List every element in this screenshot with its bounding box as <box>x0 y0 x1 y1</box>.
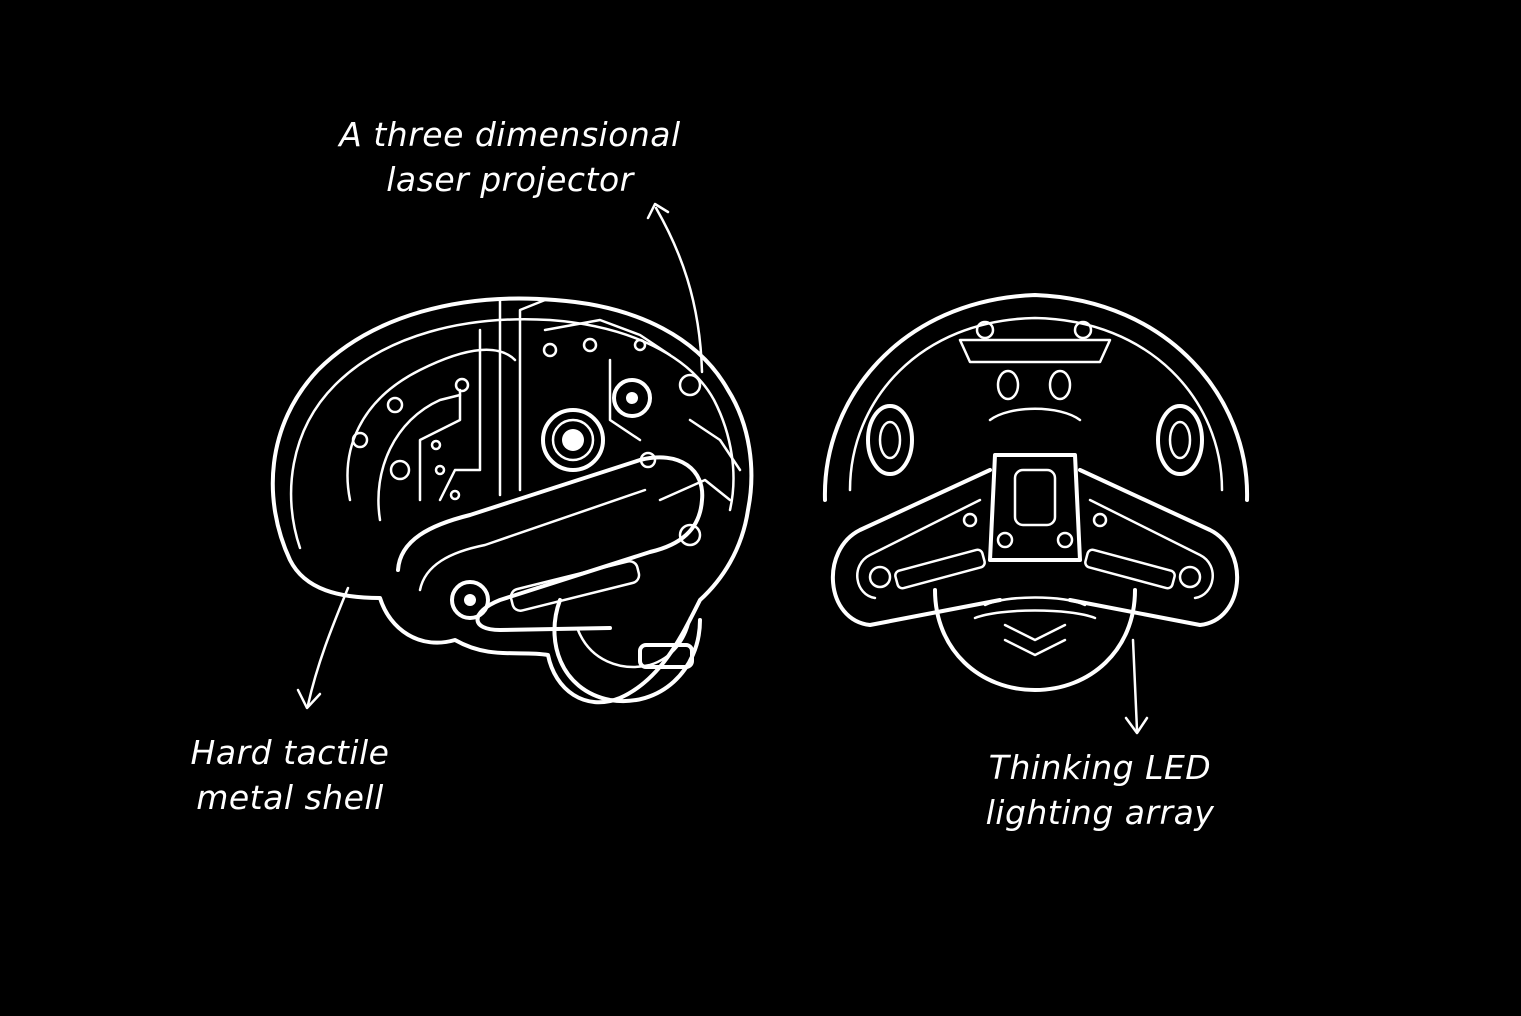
cerebellum-slot <box>638 643 694 669</box>
cerebellum <box>552 598 702 704</box>
annotation-shell: Hard tactile metal shell <box>140 730 440 820</box>
left-pod <box>866 404 914 476</box>
annotation-led: Thinking LED lighting array <box>940 745 1260 835</box>
led-chevron-2 <box>1003 638 1067 657</box>
rear-dome-outline <box>822 293 1250 502</box>
left-led-strip <box>894 548 986 590</box>
circuit-trace-3 <box>418 388 462 502</box>
arrow-led-line <box>1131 638 1139 732</box>
arrow-shell-line <box>306 586 350 707</box>
brain-shell-rim <box>289 318 735 550</box>
rear-lower-shell <box>933 588 1137 692</box>
annotation-projector: A three dimensional laser projector <box>310 112 710 202</box>
central-lens-ring <box>541 408 605 472</box>
brain-side-view <box>270 296 754 705</box>
annotation-led-line1: Thinking LED <box>988 748 1212 787</box>
rear-right-arm <box>1068 468 1240 627</box>
annotation-shell-line2: metal shell <box>196 778 384 817</box>
right-pod <box>1156 404 1204 476</box>
annotation-projector-line1: A three dimensional <box>339 115 681 154</box>
circuit-trace-1 <box>346 348 517 502</box>
temporal-node <box>450 580 490 620</box>
brain-rear-view <box>822 293 1250 692</box>
central-lens-core <box>562 429 584 451</box>
circuit-trace-6 <box>518 298 547 492</box>
brain-side-outline <box>270 296 754 705</box>
arrow-led-head <box>1124 716 1149 735</box>
annotation-led-line2: lighting array <box>985 793 1215 832</box>
annotation-shell-line1: Hard tactile <box>190 733 390 772</box>
arrow-shell-head <box>296 688 322 710</box>
right-led-strip <box>1084 548 1176 590</box>
arrow-projector-line <box>654 206 704 374</box>
rear-spine <box>988 453 1082 562</box>
vent-slot <box>509 560 641 612</box>
annotation-projector-line2: laser projector <box>386 160 634 199</box>
led-chevron-1 <box>1003 623 1067 642</box>
circuit-trace-2 <box>377 393 462 522</box>
rear-left-arm <box>830 468 1002 627</box>
circuit-trace-4 <box>438 328 482 502</box>
arrow-projector-head <box>646 202 670 220</box>
